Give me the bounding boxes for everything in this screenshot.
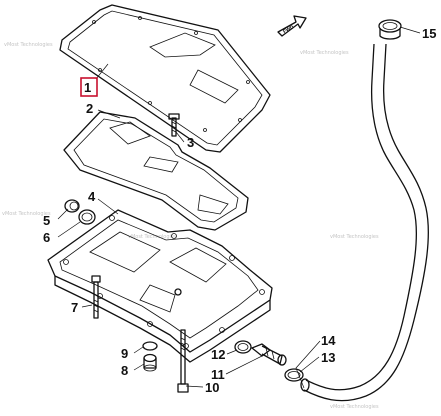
callout-14[interactable]: 14 [321,333,336,348]
callout-15[interactable]: 15 [422,26,436,41]
watermark: vMost Technologies [330,404,379,410]
washer-part-9 [142,341,158,351]
callout-1[interactable]: 1 [84,80,91,95]
gasket-upper [59,4,271,153]
callout-13[interactable]: 13 [321,350,335,365]
watermark: vMost Technologies [4,42,53,48]
callout-12[interactable]: 12 [211,347,225,362]
callout-9[interactable]: 9 [121,346,128,361]
seal-part-6 [78,209,96,225]
screw-part-3 [168,113,180,137]
leader-lines [57,26,421,389]
callout-8[interactable]: 8 [121,363,128,378]
clamp-part-13 [284,368,304,382]
watermark: vMost Technologies [2,211,51,217]
oil-pan-housing [47,209,273,363]
callout-10[interactable]: 10 [205,380,219,395]
bolt-part-7 [91,275,101,319]
callout-3[interactable]: 3 [187,135,194,150]
callout-highlight-box [80,77,98,97]
watermark: vMost Technologies [128,234,177,240]
gasket-lower [63,111,249,231]
front-arrow-label: FWD [282,24,295,35]
clamp-part-15 [378,19,402,40]
watermark: vMost Technologies [330,234,379,240]
callout-6[interactable]: 6 [43,230,50,245]
o-ring-part-12 [234,340,252,354]
hose-part-14 [300,43,430,402]
callout-4[interactable]: 4 [88,189,96,204]
fitting-part-11 [251,343,287,366]
callout-7[interactable]: 7 [71,300,78,315]
drain-plug-part-8 [143,353,157,372]
front-direction-arrow: FWD [277,15,307,37]
plug-part-5 [64,199,80,213]
callout-5[interactable]: 5 [43,213,50,228]
watermark: vMost Technologies [300,50,349,56]
bolt-part-10 [177,329,189,393]
callout-11[interactable]: 11 [211,367,225,382]
callout-2[interactable]: 2 [86,101,93,116]
